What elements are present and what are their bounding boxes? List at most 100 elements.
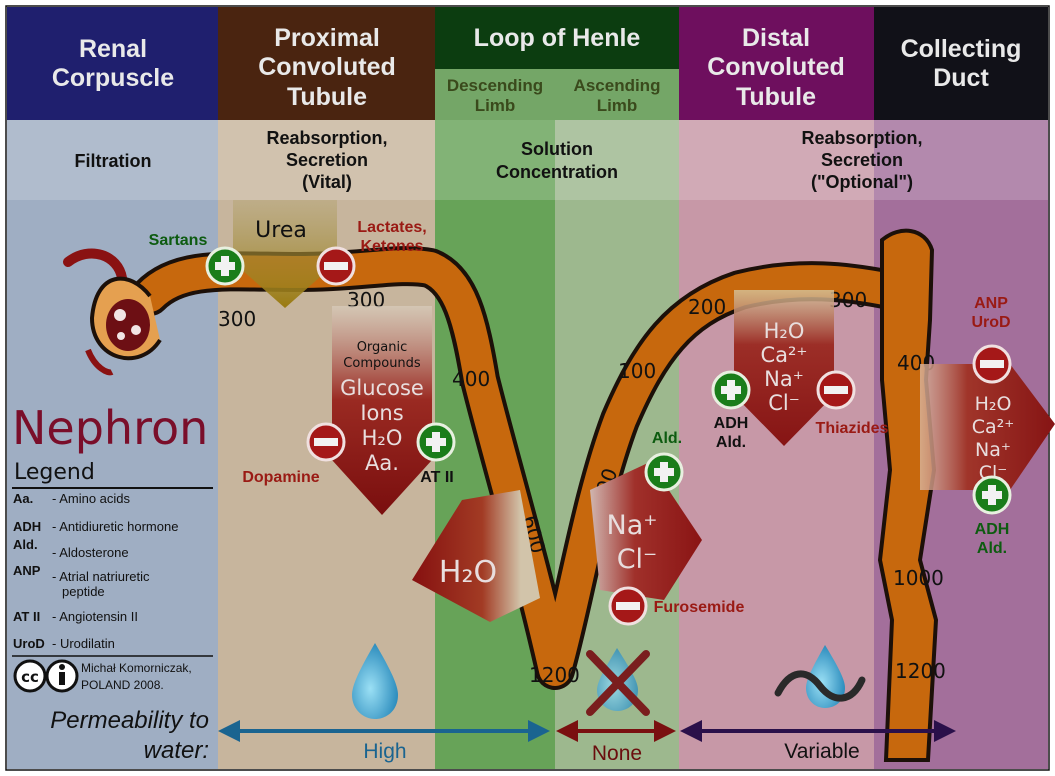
organic-line2: Compounds	[343, 356, 421, 371]
lactates-line2: Ketones	[360, 238, 423, 255]
at2-label: AT II	[420, 469, 453, 486]
column-backgrounds	[7, 120, 1048, 769]
sartans-label: Sartans	[149, 232, 208, 249]
cd-h2o: H₂O	[975, 393, 1012, 415]
furosemide-label: Furosemide	[654, 599, 745, 616]
permeability-variable: Variable	[784, 740, 860, 763]
legend-panel: Nephron Legend Aa. - Amino acids ADH - A…	[12, 401, 213, 693]
anp-line2: UroD	[971, 314, 1010, 331]
legend-title: Legend	[14, 460, 95, 485]
legend-abbr-ald: Ald.	[13, 537, 38, 552]
lactates-line1: Lactates,	[357, 219, 426, 236]
permeability-label-line1: Permeability to	[50, 707, 209, 734]
descending-h2o: H₂O	[439, 555, 497, 590]
header-loop: Loop of Henle	[474, 24, 641, 52]
water-drop-none-icon	[586, 648, 650, 716]
header-proximal-line1: Proximal	[274, 24, 380, 52]
anp-minus-icon	[972, 344, 1012, 384]
modulator-badges: Sartans Lactates, Ketones Dopamine AT II…	[149, 219, 1012, 626]
ascending-na: Na⁺	[607, 510, 658, 541]
permeability-label-line2: water:	[144, 737, 209, 764]
pct-aa: Aa.	[365, 451, 399, 475]
pct-h2o: H₂O	[362, 426, 403, 450]
ald-plus-icon	[644, 452, 684, 492]
cd-reabsorption-arrow: H₂O Ca²⁺ Na⁺ Cl⁻	[920, 364, 1055, 490]
renal-corpuscle-header	[7, 7, 218, 120]
legend-abbr-aa: Aa.	[13, 491, 33, 506]
distal-header	[679, 7, 874, 120]
dopamine-label: Dopamine	[242, 469, 319, 486]
permeability-none: None	[592, 742, 642, 765]
legend-desc-at2: - Angiotensin II	[52, 609, 138, 624]
credit-line1: Michał Komorniczak,	[81, 661, 192, 675]
function-filtration: Filtration	[75, 151, 152, 171]
dct-h2o: H₂O	[764, 319, 805, 343]
function-distal-line3: ("Optional")	[811, 172, 913, 192]
column-headers: Renal Corpuscle Proximal Convoluted Tubu…	[7, 7, 1048, 120]
header-collecting-line2: Duct	[933, 64, 989, 92]
cc-license-icon: cc	[13, 659, 47, 693]
osm-1200-b: 1200	[895, 659, 946, 683]
osm-200: 200	[688, 295, 726, 319]
credit-line2: POLAND 2008.	[81, 678, 164, 692]
header-ascending-line1: Ascending	[574, 76, 661, 95]
cd-adh-line1: ADH	[975, 521, 1010, 538]
permeability-high: High	[363, 740, 406, 763]
header-collecting-line1: Collecting	[901, 35, 1022, 63]
legend-abbr-urod: UroD	[13, 636, 45, 651]
function-distal-line1: Reabsorption,	[801, 128, 922, 148]
function-distal-line2: Secretion	[821, 150, 903, 170]
cd-na: Na⁺	[975, 439, 1011, 461]
at2-plus-icon	[416, 422, 456, 462]
proximal-header	[218, 7, 435, 120]
thiazides-minus-icon	[816, 370, 856, 410]
thiazides-label: Thiazides	[816, 420, 889, 437]
function-loop-line1: Solution	[521, 139, 593, 159]
osm-100: 100	[618, 359, 656, 383]
pct-reabsorption-arrow: Organic Compounds Glucose Ions H₂O Aa.	[332, 306, 432, 515]
nacl-ascending-arrow: Na⁺ Cl⁻	[590, 462, 702, 600]
header-descending-line2: Limb	[475, 96, 516, 115]
header-ascending-line2: Limb	[597, 96, 638, 115]
pct-glucose: Glucose	[340, 376, 424, 400]
legend-abbr-adh: ADH	[13, 519, 41, 534]
function-loop-line2: Concentration	[496, 162, 618, 182]
water-drop-variable-icon	[774, 645, 866, 708]
header-descending-line1: Descending	[447, 76, 543, 95]
legend-abbr-at2: AT II	[13, 609, 40, 624]
loop-header	[435, 7, 679, 69]
furosemide-minus-icon	[608, 586, 648, 626]
header-renal-line1: Renal	[79, 35, 147, 63]
header-distal-line1: Distal	[742, 24, 810, 52]
osm-1200-a: 1200	[529, 663, 580, 687]
dct-reabsorption-arrow: H₂O Ca²⁺ Na⁺ Cl⁻	[734, 290, 834, 446]
urea-label: Urea	[255, 218, 307, 243]
legend-desc-anp-line2: peptide	[62, 584, 105, 599]
dct-adh-plus-icon	[711, 370, 751, 410]
collecting-duct	[877, 228, 939, 762]
water-drop-high-icon	[352, 643, 398, 719]
header-renal-line2: Corpuscle	[52, 64, 174, 92]
dct-adh-line1: ADH	[714, 415, 749, 432]
legend-abbr-anp: ANP	[13, 563, 41, 578]
permeability-row: Permeability to water: High None Variabl…	[50, 707, 956, 765]
header-distal-line2: Convoluted	[707, 53, 845, 81]
collecting-header	[874, 7, 1048, 120]
cd-adh-plus-icon	[972, 475, 1012, 515]
nephron-title: Nephron	[12, 401, 208, 455]
cd-ca: Ca²⁺	[972, 416, 1015, 438]
header-distal-line3: Tubule	[736, 83, 816, 111]
pct-ions: Ions	[360, 401, 403, 425]
cc-license-label: cc	[21, 668, 39, 686]
legend-desc-aa: - Amino acids	[52, 491, 131, 506]
osm-300-a: 300	[218, 307, 256, 331]
dct-na: Na⁺	[764, 367, 804, 391]
attribution-icon	[45, 659, 79, 693]
glomerulus	[106, 299, 150, 351]
water-drops	[352, 643, 866, 719]
legend-desc-ald: - Aldosterone	[52, 545, 129, 560]
function-proximal-line3: (Vital)	[302, 172, 352, 192]
header-proximal-line2: Convoluted	[258, 53, 396, 81]
